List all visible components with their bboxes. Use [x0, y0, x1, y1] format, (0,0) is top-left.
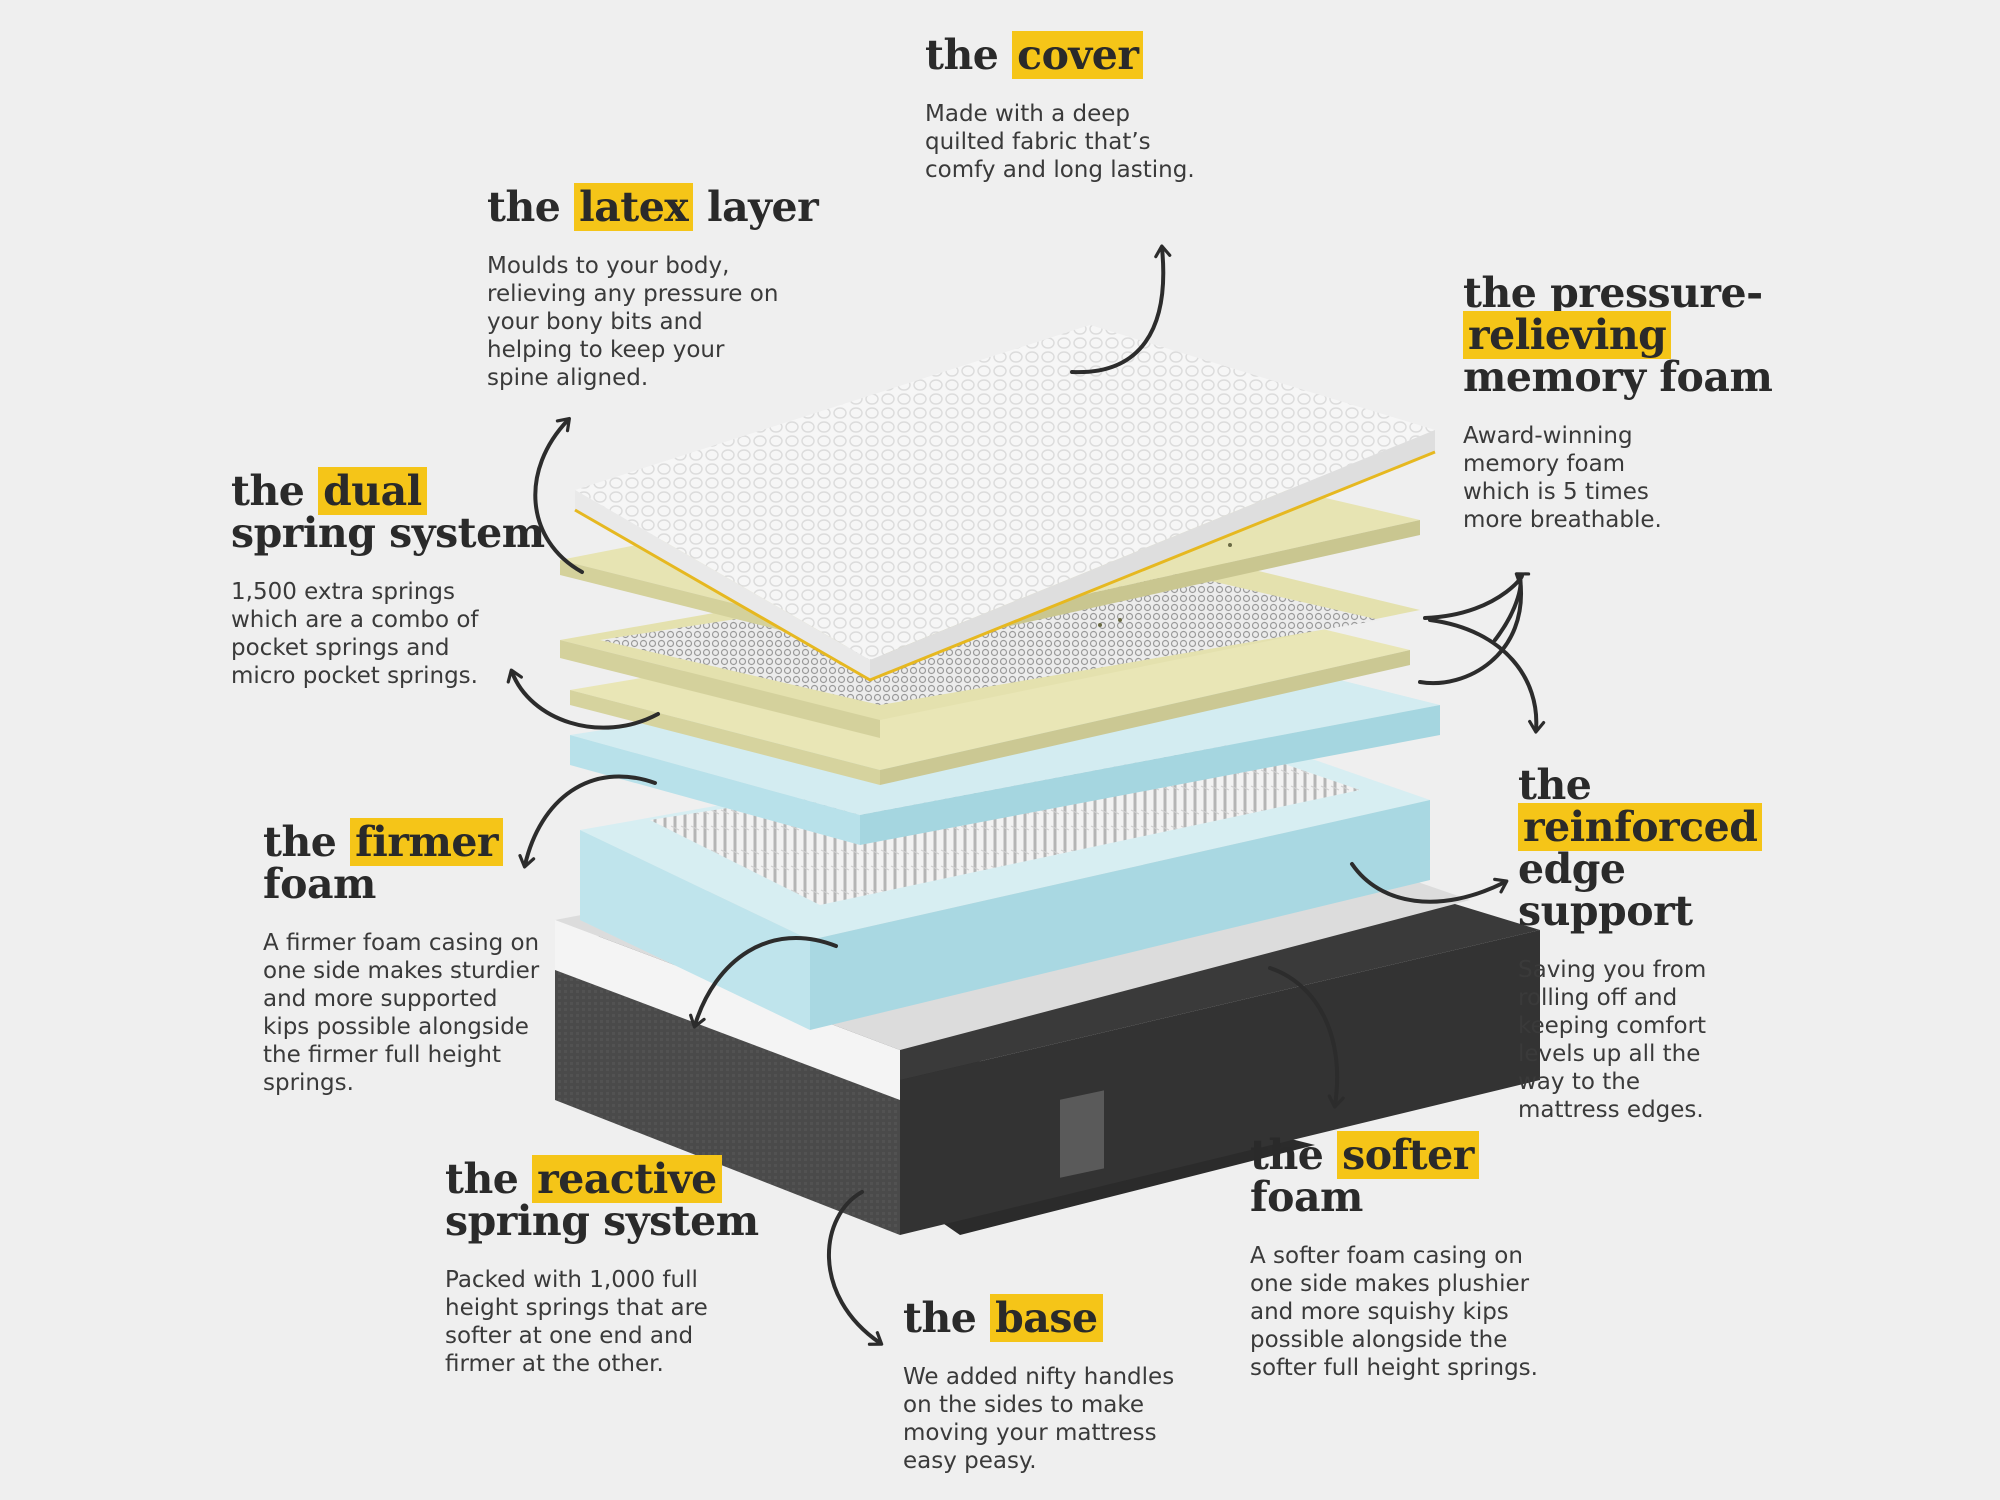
arrow-reinforced — [1350, 862, 1509, 904]
callout-description: Saving you from rolling off and keeping … — [1518, 957, 1707, 1123]
callout-description: Moulds to your body, relieving any press… — [487, 253, 779, 391]
base-front — [555, 945, 900, 1235]
foam-casing-side — [810, 800, 1430, 1030]
callout-dual: the dual spring system 1,500 extra sprin… — [231, 467, 545, 690]
cover-side — [870, 430, 1435, 680]
arrow-reactive — [689, 935, 838, 1029]
callout-description: A firmer foam casing on one side makes s… — [263, 930, 540, 1096]
highlight-word: base — [990, 1294, 1103, 1342]
callout-description: We added nifty handles on the sides to m… — [903, 1364, 1175, 1474]
callout-title: the base — [903, 1294, 1174, 1342]
base-handle — [1060, 1090, 1104, 1178]
cover-front — [575, 490, 870, 680]
callout-memory: the pressure- relieving memory foam Awar… — [1463, 269, 1773, 534]
highlight-word: reinforced — [1518, 803, 1763, 851]
base-topper-front — [555, 920, 900, 1100]
highlight-word: softer — [1337, 1131, 1479, 1179]
arrow-dual — [506, 668, 660, 730]
callout-softer: the softer foam A softer foam casing on … — [1250, 1131, 1538, 1382]
callout-title: the reinforced edge support — [1518, 764, 1763, 932]
callout-firmer: the firmer foam A firmer foam casing on … — [263, 818, 540, 1097]
highlight-word: reactive — [532, 1155, 722, 1203]
callout-title: the dual spring system — [231, 467, 545, 557]
highlight-word: dual — [318, 467, 427, 515]
callout-description: Packed with 1,000 full height springs th… — [445, 1267, 708, 1377]
callout-arrows — [506, 244, 1546, 1346]
arrow-firmer — [518, 774, 657, 869]
highlight-word: relieving — [1463, 311, 1672, 359]
callout-cover: the cover Made with a deep quilted fabri… — [925, 31, 1195, 184]
cover-layer — [574, 325, 1436, 682]
arrow-latex — [533, 416, 584, 574]
callout-reactive: the reactive spring system Packed with 1… — [445, 1155, 759, 1378]
arrow-base — [826, 1190, 884, 1346]
cover-seam — [574, 450, 1436, 682]
callout-description: Made with a deep quilted fabric that’s c… — [925, 101, 1195, 183]
callout-description: A softer foam casing on one side makes p… — [1250, 1243, 1538, 1381]
highlight-word: cover — [1012, 31, 1144, 79]
highlight-word: latex — [574, 183, 694, 231]
highlight-word: firmer — [350, 818, 504, 866]
callout-base: the base We added nifty handles on the s… — [903, 1294, 1175, 1475]
callout-description: 1,500 extra springs which are a combo of… — [231, 579, 479, 689]
callout-title: the latex layer — [487, 183, 819, 231]
arrow-memory — [1493, 572, 1531, 642]
callout-latex: the latex layer Moulds to your body, rel… — [487, 183, 819, 392]
arrow-softer — [1268, 966, 1345, 1109]
foam-casing-front — [580, 830, 810, 1030]
callout-title: the cover — [925, 31, 1195, 79]
callout-description: Award-winning memory foam which is 5 tim… — [1463, 423, 1662, 533]
callout-title: the softer foam — [1250, 1131, 1538, 1218]
callout-reinforced: the reinforced edge support Saving you f… — [1518, 764, 1763, 1124]
callout-title: the firmer foam — [263, 818, 539, 905]
cover-top — [575, 325, 1435, 660]
callout-title: the pressure- relieving memory foam — [1463, 269, 1773, 401]
arrow-reinforced-a — [1428, 618, 1546, 734]
callout-title: the reactive spring system — [445, 1155, 759, 1245]
arrow-cover — [1070, 244, 1172, 375]
